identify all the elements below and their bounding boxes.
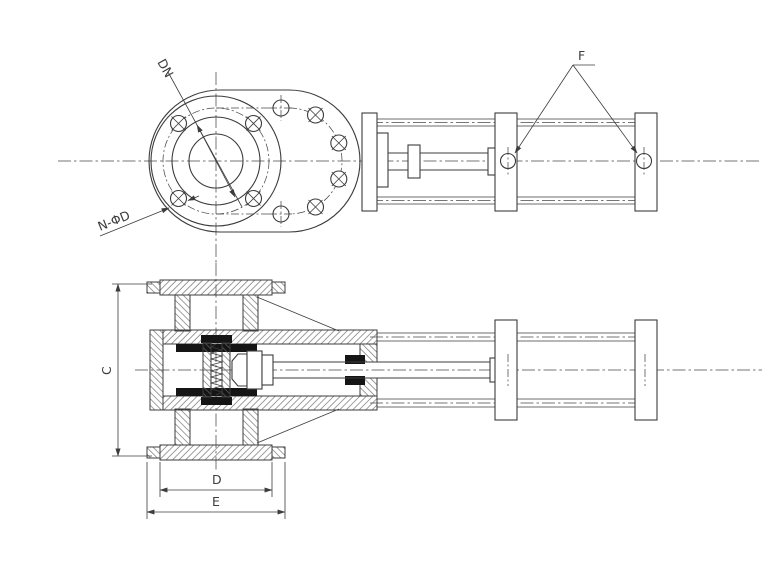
rod-end	[231, 353, 248, 387]
seat-seal-bottom	[176, 388, 257, 396]
air-port	[635, 147, 653, 175]
disc-cap-top	[201, 335, 232, 343]
bolt-hole	[169, 114, 188, 133]
cylinder-end-plate	[634, 319, 658, 421]
bore-circle	[188, 133, 244, 189]
bolt-hole	[330, 170, 348, 188]
bolt-hole	[169, 189, 188, 208]
bolt-pattern-label: N-ΦD	[96, 207, 133, 233]
top-pipe-flange	[146, 279, 286, 332]
bolt-circle	[162, 107, 270, 215]
spring	[209, 343, 224, 396]
bolt-hole-centermark	[269, 201, 293, 227]
actuator-side-view-bottom	[370, 319, 658, 421]
flange-front-view: DN N-ΦD	[96, 56, 361, 237]
cylinder-head-plate	[494, 319, 518, 421]
bolt-hole	[306, 198, 325, 216]
bolt-hole	[244, 189, 263, 208]
dim-d-label: D	[212, 472, 222, 487]
seat-seal-top	[176, 344, 257, 352]
bolt-hole	[244, 114, 263, 133]
dim-c-label: C	[99, 366, 114, 375]
yoke-gusset-bottom	[256, 408, 340, 444]
rod-packing-top	[345, 355, 365, 364]
bottom-pipe-flange	[146, 408, 286, 461]
air-ports-label: F	[578, 48, 585, 63]
dim-e-label: E	[212, 494, 220, 509]
body-outline	[148, 89, 361, 233]
bolt-hole	[330, 134, 348, 152]
yoke-bracket	[376, 132, 389, 188]
bolt-holes-cross	[169, 106, 348, 216]
rod-packing-bottom	[345, 376, 365, 385]
valve-disc-spring	[201, 335, 232, 405]
raised-face-circle	[171, 116, 261, 206]
disc-cap-bottom	[201, 397, 232, 405]
rod-coupling	[407, 144, 421, 179]
bolt-hole	[306, 106, 325, 124]
valve-section-view: C D E	[99, 279, 497, 519]
rod-adapter	[261, 354, 274, 386]
seals	[176, 344, 365, 396]
dimension-e: E	[146, 462, 286, 519]
dn-label: DN	[154, 56, 176, 80]
air-port	[499, 147, 517, 175]
dimension-c: C	[99, 283, 152, 457]
cylinder-front-plate	[361, 112, 378, 212]
stem-fitting	[231, 350, 497, 390]
bolt-hole-centermark	[269, 95, 293, 121]
bolt-holes-plus	[269, 95, 293, 227]
yoke-gusset-top	[256, 296, 340, 332]
union-nut	[246, 350, 263, 390]
actuator-side-view-top: F	[361, 48, 658, 212]
piston-rod-top-view	[376, 132, 497, 188]
flange-outer-circle	[150, 95, 282, 227]
air-ports-leader: F	[514, 48, 638, 154]
dimension-d: D	[159, 462, 273, 497]
